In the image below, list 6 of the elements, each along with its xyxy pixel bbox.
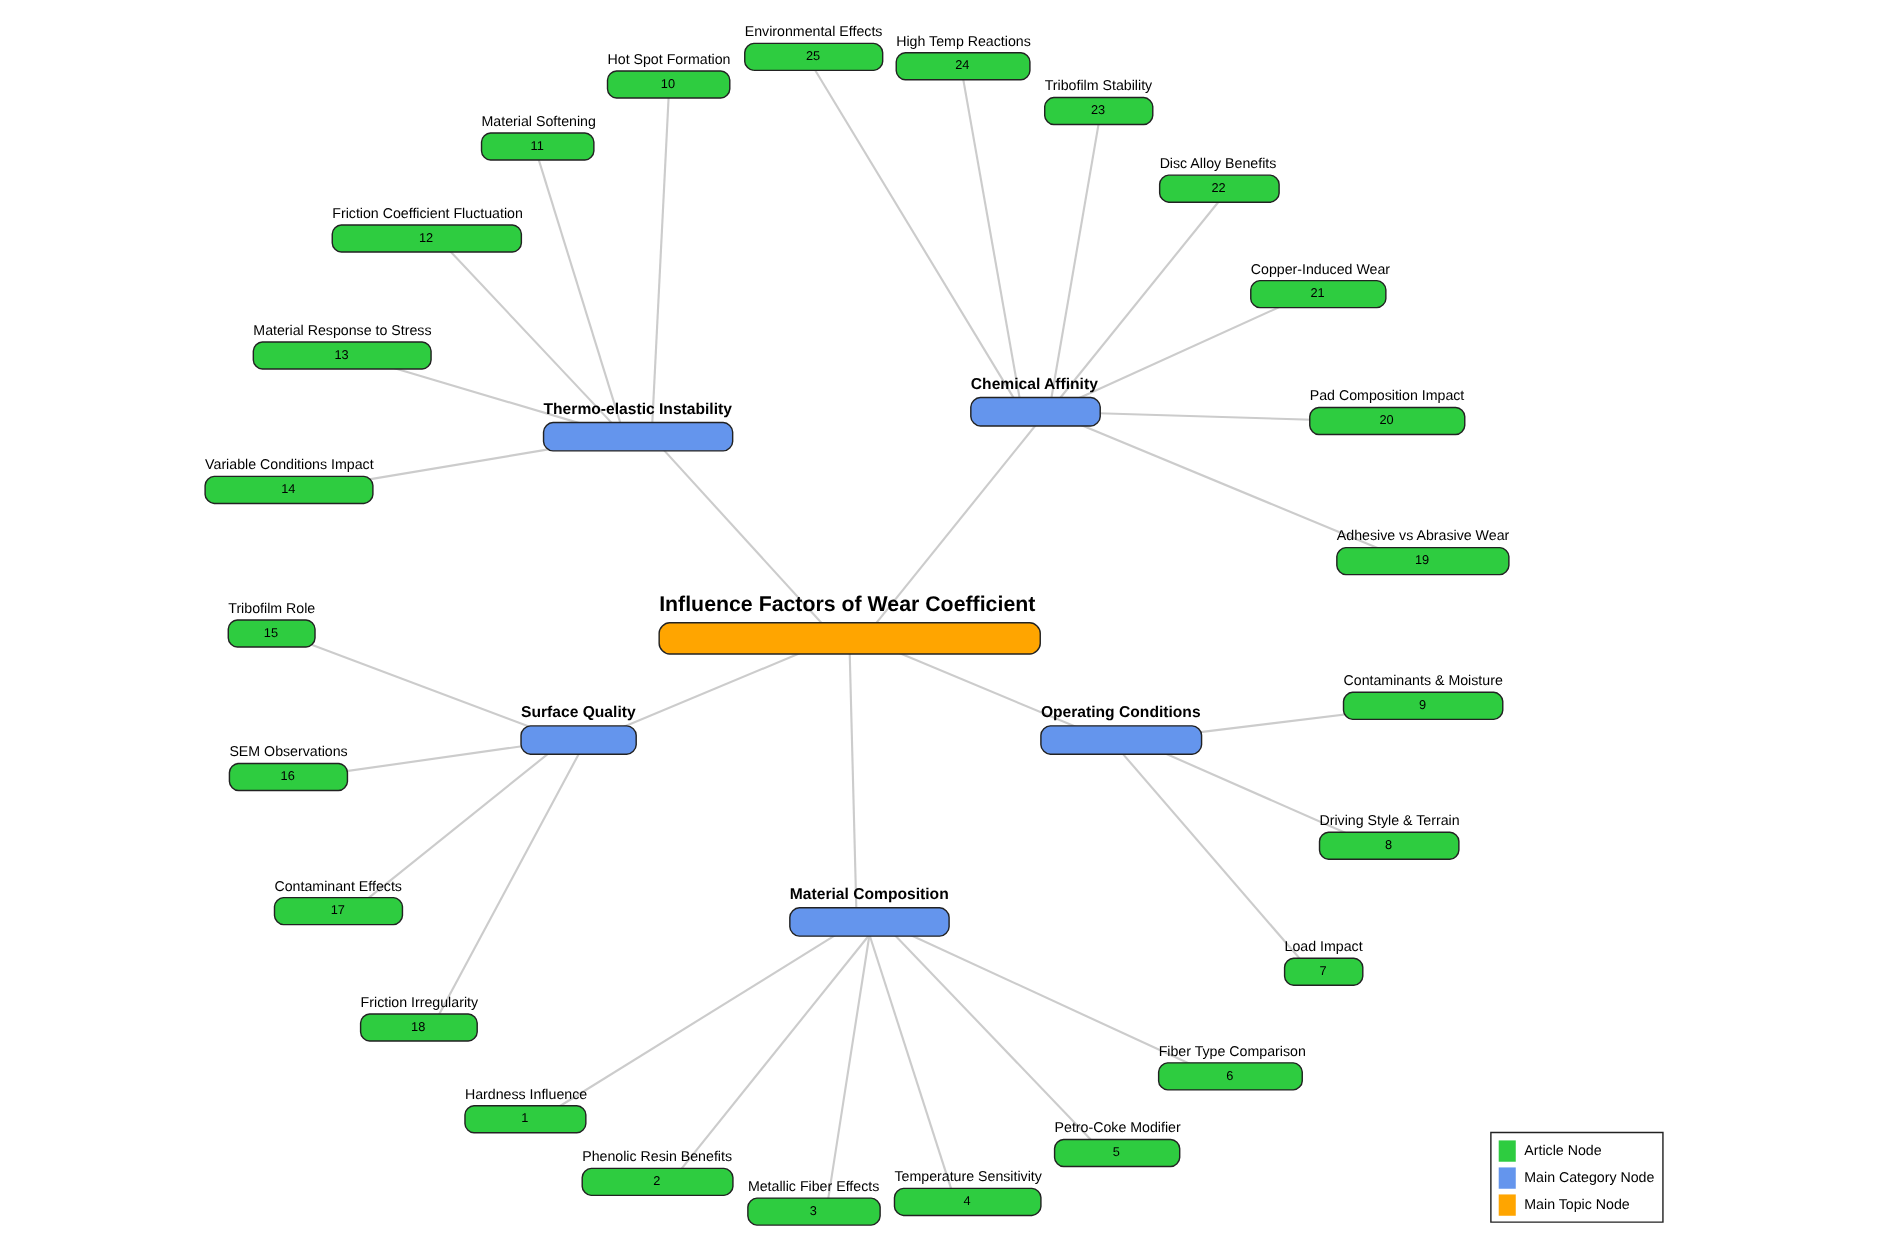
node-label: Chemical Affinity <box>970 374 1098 393</box>
node-label: Surface Quality <box>521 703 636 722</box>
node-label: Thermo-elastic Instability <box>543 399 732 418</box>
node-label: Operating Conditions <box>1040 703 1201 722</box>
node-label: Influence Factors of Wear Coefficient <box>659 593 1036 618</box>
node-label: Material Composition <box>789 884 949 903</box>
